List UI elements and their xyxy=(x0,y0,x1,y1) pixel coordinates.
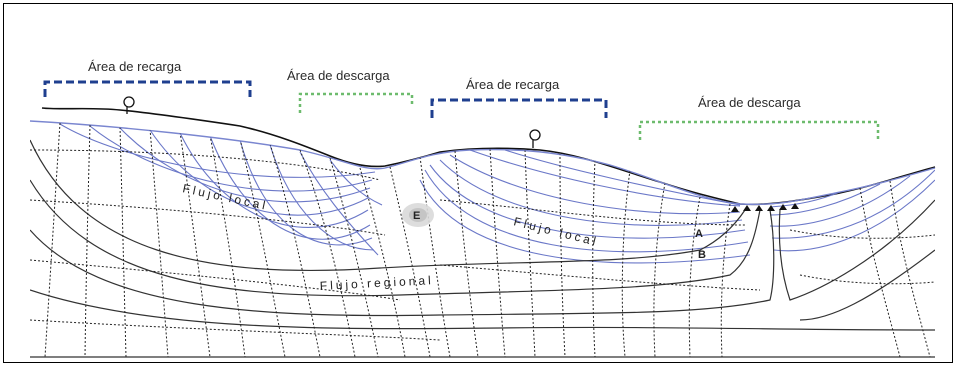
equipotential-lines xyxy=(30,122,935,357)
discharge-label-1: Área de descarga xyxy=(287,68,390,83)
spring-symbol-icon xyxy=(402,203,434,227)
discharge-arrows xyxy=(731,203,799,212)
recharge-label-2: Área de recarga xyxy=(466,77,560,92)
local-flow-lines-2 xyxy=(419,149,935,264)
local-flow-label-2: Flujo local xyxy=(512,214,600,249)
point-e-label: E xyxy=(413,210,420,222)
discharge-markers xyxy=(298,92,880,140)
regional-flow-label: Flujo regional xyxy=(319,273,434,293)
recharge-label-1: Área de recarga xyxy=(88,59,182,74)
local-flow-label-1: Flujo local xyxy=(181,181,269,213)
recharge-markers xyxy=(43,80,608,118)
tree-icon xyxy=(123,96,135,114)
regional-flow-lines xyxy=(30,139,935,331)
point-a-label: A xyxy=(695,228,703,240)
diagram-frame xyxy=(3,3,953,363)
tree-icon xyxy=(529,129,541,148)
discharge-label-2: Área de descarga xyxy=(698,95,801,110)
water-table xyxy=(29,120,936,206)
point-b-label: B xyxy=(698,249,706,261)
